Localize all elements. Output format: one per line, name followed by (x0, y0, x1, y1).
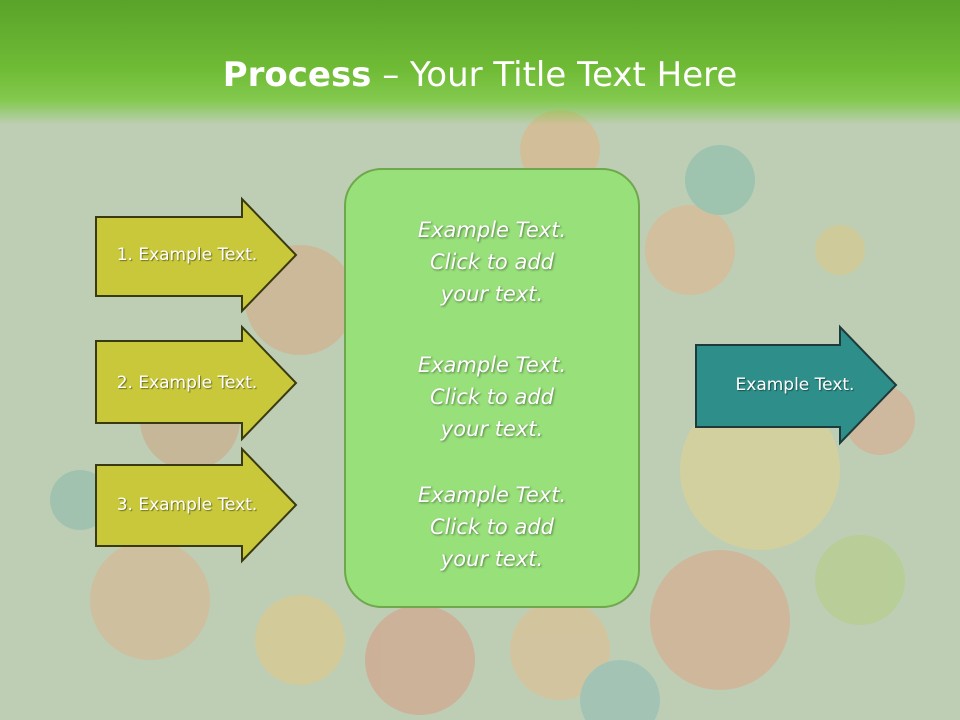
title-rest: – Your Title Text Here (371, 55, 738, 95)
left-arrow-label: 3. Example Text. (116, 495, 258, 515)
right-arrow[interactable]: Example Text. (695, 324, 898, 446)
left-arrow-label: 2. Example Text. (116, 373, 258, 393)
arrow-shape (95, 196, 298, 314)
arrow-shape (95, 324, 298, 442)
right-arrow-label: Example Text. (735, 375, 855, 395)
arrow-shape (95, 446, 298, 564)
title-bold: Process (222, 55, 372, 95)
center-paragraph-2: Example Text. Click to add your text. (417, 353, 567, 441)
left-arrow-2[interactable]: 2. Example Text. (95, 324, 298, 442)
arrow-shape (695, 324, 898, 446)
left-arrow-3[interactable]: 3. Example Text. (95, 446, 298, 564)
left-arrow-1[interactable]: 1. Example Text. (95, 196, 298, 314)
center-paragraph-1: Example Text. Click to add your text. (417, 218, 567, 306)
center-text-box[interactable]: Example Text. Click to add your text. Ex… (344, 168, 640, 608)
left-arrow-label: 1. Example Text. (116, 245, 258, 265)
center-paragraph-3: Example Text. Click to add your text. (417, 483, 567, 571)
slide-title[interactable]: Process – Your Title Text Here (0, 55, 960, 95)
title-band (0, 0, 960, 125)
